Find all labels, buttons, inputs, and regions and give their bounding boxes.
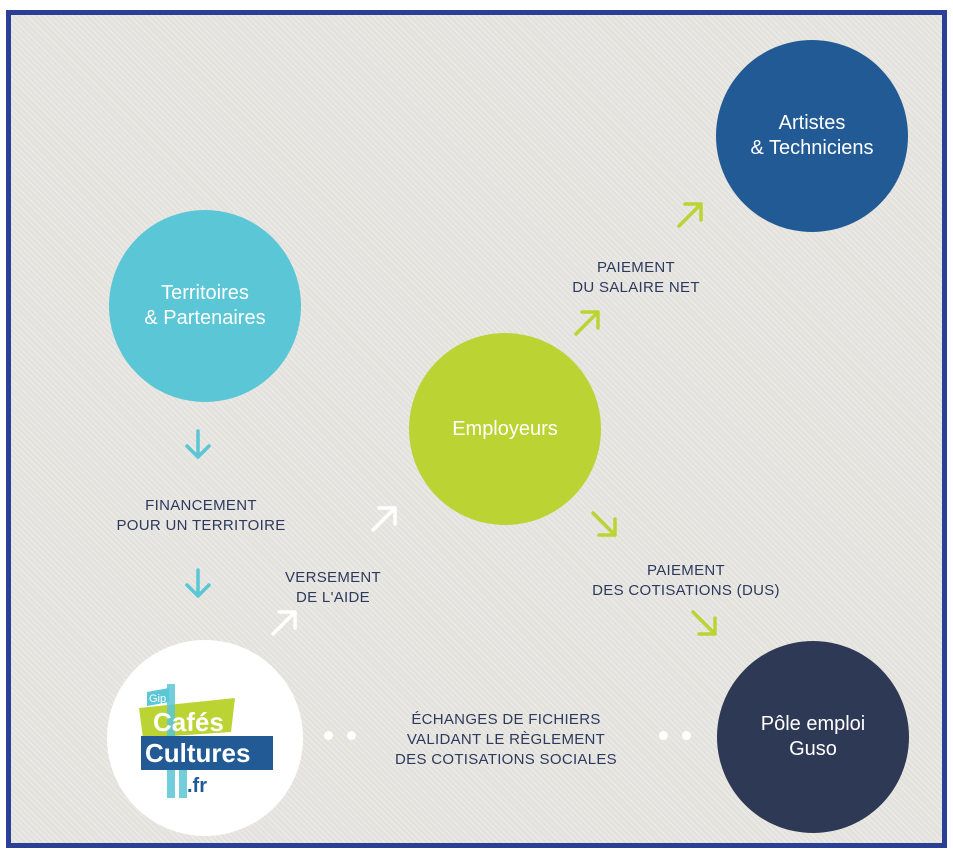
label-cotisations-line2: DES COTISATIONS (DUS): [592, 582, 780, 599]
node-pole-line1: Pôle emploi: [760, 713, 866, 735]
node-territoires-line2: & Partenaires: [144, 307, 266, 329]
dot: [682, 731, 691, 740]
dots-icon: [659, 731, 691, 740]
label-echanges-line3: DES COTISATIONS SOCIALES: [395, 751, 617, 768]
label-echanges-line2: VALIDANT LE RÈGLEMENT: [406, 731, 606, 748]
node-artistes-line2: & Techniciens: [750, 137, 874, 159]
logo-cafes-text: Cafés: [153, 707, 224, 737]
node-employeurs-line1: Employeurs: [452, 417, 558, 440]
node-cafes-cultures-logo: Gip Cafés Cultures .fr: [107, 640, 303, 836]
dot: [324, 731, 333, 740]
arrow-down-right-icon: [591, 511, 617, 537]
label-salaire: PAIEMENT DU SALAIRE NET: [551, 258, 721, 298]
label-financement-line2: POUR UN TERRITOIRE: [116, 517, 286, 534]
label-echanges-line1: ÉCHANGES DE FICHIERS: [411, 711, 601, 728]
logo-gip-text: Gip: [149, 693, 166, 705]
label-salaire-line1: PAIEMENT: [597, 259, 675, 276]
label-salaire-line2: DU SALAIRE NET: [572, 279, 700, 296]
label-versement-line1: VERSEMENT: [284, 569, 382, 586]
logo-fr-text: .fr: [187, 775, 207, 797]
arrow-down-icon: [185, 429, 211, 459]
node-pole-emploi: Pôle emploi Guso: [717, 641, 909, 833]
label-cotisations-line1: PAIEMENT: [647, 562, 725, 579]
arrow-up-right-icon: [677, 202, 703, 228]
label-financement: FINANCEMENT POUR UN TERRITOIRE: [91, 496, 311, 536]
logo-cultures-text: Cultures: [145, 738, 250, 768]
arrow-up-right-icon: [574, 310, 600, 336]
label-financement-line1: FINANCEMENT: [145, 497, 257, 514]
arrow-down-icon: [185, 568, 211, 598]
label-echanges: ÉCHANGES DE FICHIERS VALIDANT LE RÈGLEME…: [361, 710, 651, 770]
node-territoires-line1: Territoires: [161, 282, 249, 304]
node-artistes-line1: Artistes: [778, 112, 846, 134]
dots-icon: [324, 731, 356, 740]
label-versement: VERSEMENT DE L'AIDE: [263, 568, 403, 608]
node-artistes: Artistes & Techniciens: [716, 40, 908, 232]
label-cotisations: PAIEMENT DES COTISATIONS (DUS): [566, 561, 806, 601]
dot: [347, 731, 356, 740]
node-territoires: Territoires & Partenaires: [109, 210, 301, 402]
arrow-up-right-icon: [271, 610, 297, 636]
node-employeurs: Employeurs: [409, 333, 601, 525]
arrow-up-right-icon: [371, 506, 397, 532]
cafes-cultures-logo: Gip Cafés Cultures .fr: [139, 684, 273, 798]
diagram-frame: Territoires & Partenaires Employeurs Art…: [6, 10, 947, 848]
arrow-down-right-icon: [691, 610, 717, 636]
dot: [659, 731, 668, 740]
node-pole-line2: Guso: [789, 738, 837, 760]
label-versement-line2: DE L'AIDE: [296, 589, 370, 606]
